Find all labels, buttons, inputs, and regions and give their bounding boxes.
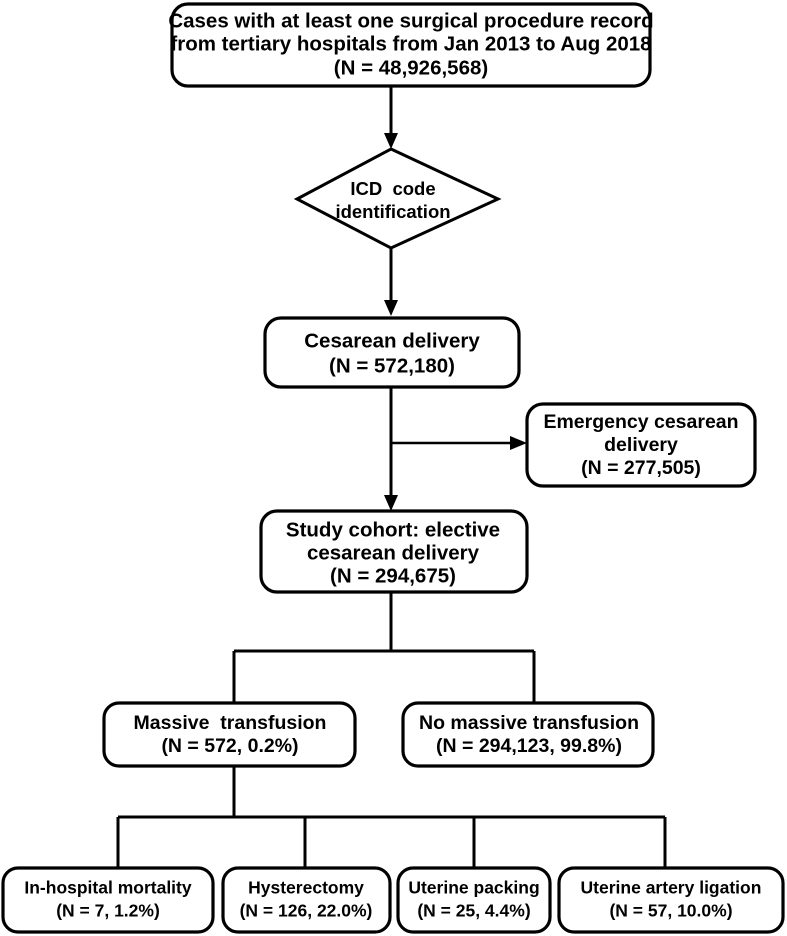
node-hysterectomy[interactable]: Hysterectomy (N = 126, 22.0%) <box>221 866 392 934</box>
connectors-layer <box>116 86 667 868</box>
node-icd-identification-line2: identification <box>335 201 450 222</box>
node-emergency-cesarean-line2: delivery <box>604 434 678 456</box>
node-source-records-line2: from tertiary hospitals from Jan 2013 to… <box>170 32 651 55</box>
node-uterine-packing-line1: Uterine packing <box>408 878 539 898</box>
arrowhead-to-cesarean <box>384 300 398 316</box>
node-icd-identification-diamond <box>293 147 502 250</box>
node-in-hospital-mortality[interactable]: In-hospital mortality (N = 7, 1.2%) <box>1 866 215 934</box>
node-in-hospital-mortality-line1: In-hospital mortality <box>24 878 192 898</box>
node-uterine-artery-ligation-line1: Uterine artery ligation <box>581 878 762 898</box>
node-emergency-cesarean-line3: (N = 277,505) <box>581 457 701 479</box>
node-massive-transfusion-box <box>102 701 357 768</box>
node-emergency-cesarean[interactable]: Emergency cesarean delivery (N = 277,505… <box>525 402 757 488</box>
node-source-records[interactable]: Cases with at least one surgical procedu… <box>168 2 654 88</box>
node-uterine-artery-ligation-line2: (N = 57, 10.0%) <box>609 901 732 921</box>
arrowhead-to-emergency <box>510 436 527 450</box>
node-massive-transfusion-line2: (N = 572, 0.2%) <box>161 735 298 757</box>
node-in-hospital-mortality-line2: (N = 7, 1.2%) <box>56 901 160 921</box>
node-study-cohort-line2: cesarean delivery <box>307 541 480 564</box>
node-icd-identification-line1: ICD code <box>350 178 435 199</box>
node-uterine-artery-ligation-box <box>557 866 785 934</box>
node-cesarean-delivery-line2: (N = 572,180) <box>329 354 455 377</box>
node-uterine-packing-box <box>396 866 552 934</box>
node-icd-identification[interactable]: ICD code identification <box>293 147 502 250</box>
node-uterine-packing-line2: (N = 25, 4.4%) <box>417 901 530 921</box>
arrowhead-to-study-cohort <box>384 495 398 511</box>
node-uterine-artery-ligation[interactable]: Uterine artery ligation (N = 57, 10.0%) <box>557 866 785 934</box>
node-emergency-cesarean-box <box>525 402 757 488</box>
node-hysterectomy-box <box>221 866 392 934</box>
node-study-cohort-line3: (N = 294,675) <box>330 564 456 587</box>
node-source-records-line3: (N = 48,926,568) <box>334 56 488 79</box>
node-hysterectomy-line2: (N = 126, 22.0%) <box>240 901 373 921</box>
node-in-hospital-mortality-box <box>1 866 215 934</box>
node-source-records-box <box>170 2 652 88</box>
node-massive-transfusion-line1: Massive transfusion <box>134 712 327 734</box>
node-uterine-packing[interactable]: Uterine packing (N = 25, 4.4%) <box>396 866 552 934</box>
node-cesarean-delivery-line1: Cesarean delivery <box>304 329 480 352</box>
node-massive-transfusion[interactable]: Massive transfusion (N = 572, 0.2%) <box>102 701 357 768</box>
node-hysterectomy-line1: Hysterectomy <box>248 878 364 898</box>
node-no-massive-transfusion[interactable]: No massive transfusion (N = 294,123, 99.… <box>401 701 655 768</box>
node-study-cohort-line1: Study cohort: elective <box>286 518 500 541</box>
node-emergency-cesarean-line1: Emergency cesarean <box>543 411 738 433</box>
node-source-records-line1: Cases with at least one surgical procedu… <box>168 9 653 32</box>
node-cesarean-delivery[interactable]: Cesarean delivery (N = 572,180) <box>263 316 521 389</box>
arrowhead-to-icd <box>384 133 398 149</box>
node-study-cohort-box <box>259 509 529 594</box>
node-no-massive-transfusion-box <box>401 701 655 768</box>
node-no-massive-transfusion-line1: No massive transfusion <box>419 712 639 734</box>
node-study-cohort[interactable]: Study cohort: elective cesarean delivery… <box>259 509 529 594</box>
node-cesarean-delivery-box <box>263 316 521 389</box>
node-no-massive-transfusion-line2: (N = 294,123, 99.8%) <box>436 735 622 757</box>
